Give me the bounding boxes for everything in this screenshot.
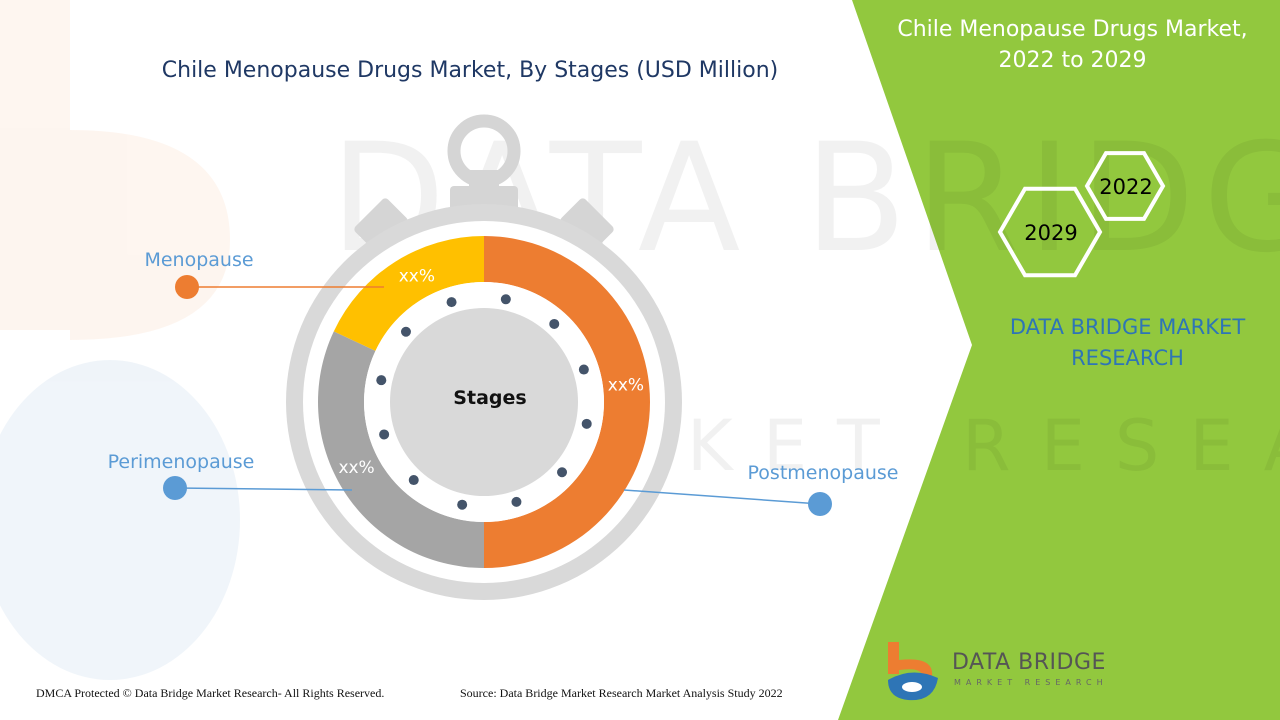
dial-dots xyxy=(376,294,592,510)
legend-dot-postmenopause xyxy=(808,492,832,516)
segment-menopause xyxy=(333,236,484,351)
legend-dot-perimenopause xyxy=(163,476,187,500)
source-note: Source: Data Bridge Market Research Mark… xyxy=(460,686,783,700)
legend-label-perimenopause: Perimenopause xyxy=(108,451,255,473)
year-start-label: 2022 xyxy=(1099,175,1152,199)
brand-text: DATA BRIDGE MARKET RESEARCH xyxy=(985,312,1270,374)
hexagon-2029-icon xyxy=(997,186,1103,278)
dial-dot xyxy=(557,467,568,478)
logo-name: DATA BRIDGE xyxy=(952,650,1106,675)
value-label-postmenopause: xx% xyxy=(608,376,644,396)
legend-label-postmenopause: Postmenopause xyxy=(748,462,899,484)
donut-segments xyxy=(317,236,650,568)
side-panel-title: Chile Menopause Drugs Market, 2022 to 20… xyxy=(880,14,1265,76)
brand-text-line1: DATA BRIDGE MARKET xyxy=(1009,315,1246,339)
side-panel-title-line2: 2022 to 2029 xyxy=(998,48,1147,73)
dial-dot xyxy=(376,375,387,386)
side-panel-background xyxy=(838,0,1280,720)
dial-dot xyxy=(400,326,411,337)
center-disc xyxy=(390,308,578,496)
dial-dot xyxy=(457,499,468,510)
segment-perimenopause xyxy=(317,331,484,568)
dial-dot xyxy=(500,294,511,305)
dial-dot xyxy=(379,429,390,440)
legend-label-menopause: Menopause xyxy=(144,249,253,271)
value-label-menopause: xx% xyxy=(399,267,435,287)
dial-dot xyxy=(408,475,419,486)
value-label-perimenopause: xx% xyxy=(338,458,374,478)
dial-dot xyxy=(578,364,589,375)
data-bridge-b-icon xyxy=(888,642,938,701)
dial-dot xyxy=(549,318,560,329)
hexagon-2022-icon xyxy=(1084,151,1166,221)
logo-tagline: MARKET RESEARCH xyxy=(954,678,1108,687)
dial-dot xyxy=(581,418,592,429)
dial-dot xyxy=(511,496,522,507)
value-labels: xx% xx% xx% xyxy=(338,267,644,478)
brand-text-line2: RESEARCH xyxy=(1071,346,1184,370)
center-label: Stages xyxy=(453,387,526,409)
leader-line-perimenopause xyxy=(174,487,353,491)
copyright-notice: DMCA Protected © Data Bridge Market Rese… xyxy=(36,686,385,700)
year-end-label: 2029 xyxy=(1024,221,1077,245)
dial-dot xyxy=(446,297,457,308)
chart-title: Chile Menopause Drugs Market, By Stages … xyxy=(161,58,779,83)
side-panel-title-line1: Chile Menopause Drugs Market, xyxy=(897,17,1248,42)
leader-line-postmenopause xyxy=(623,489,821,505)
legend-dot-menopause xyxy=(175,275,199,299)
segment-postmenopause xyxy=(484,236,650,568)
